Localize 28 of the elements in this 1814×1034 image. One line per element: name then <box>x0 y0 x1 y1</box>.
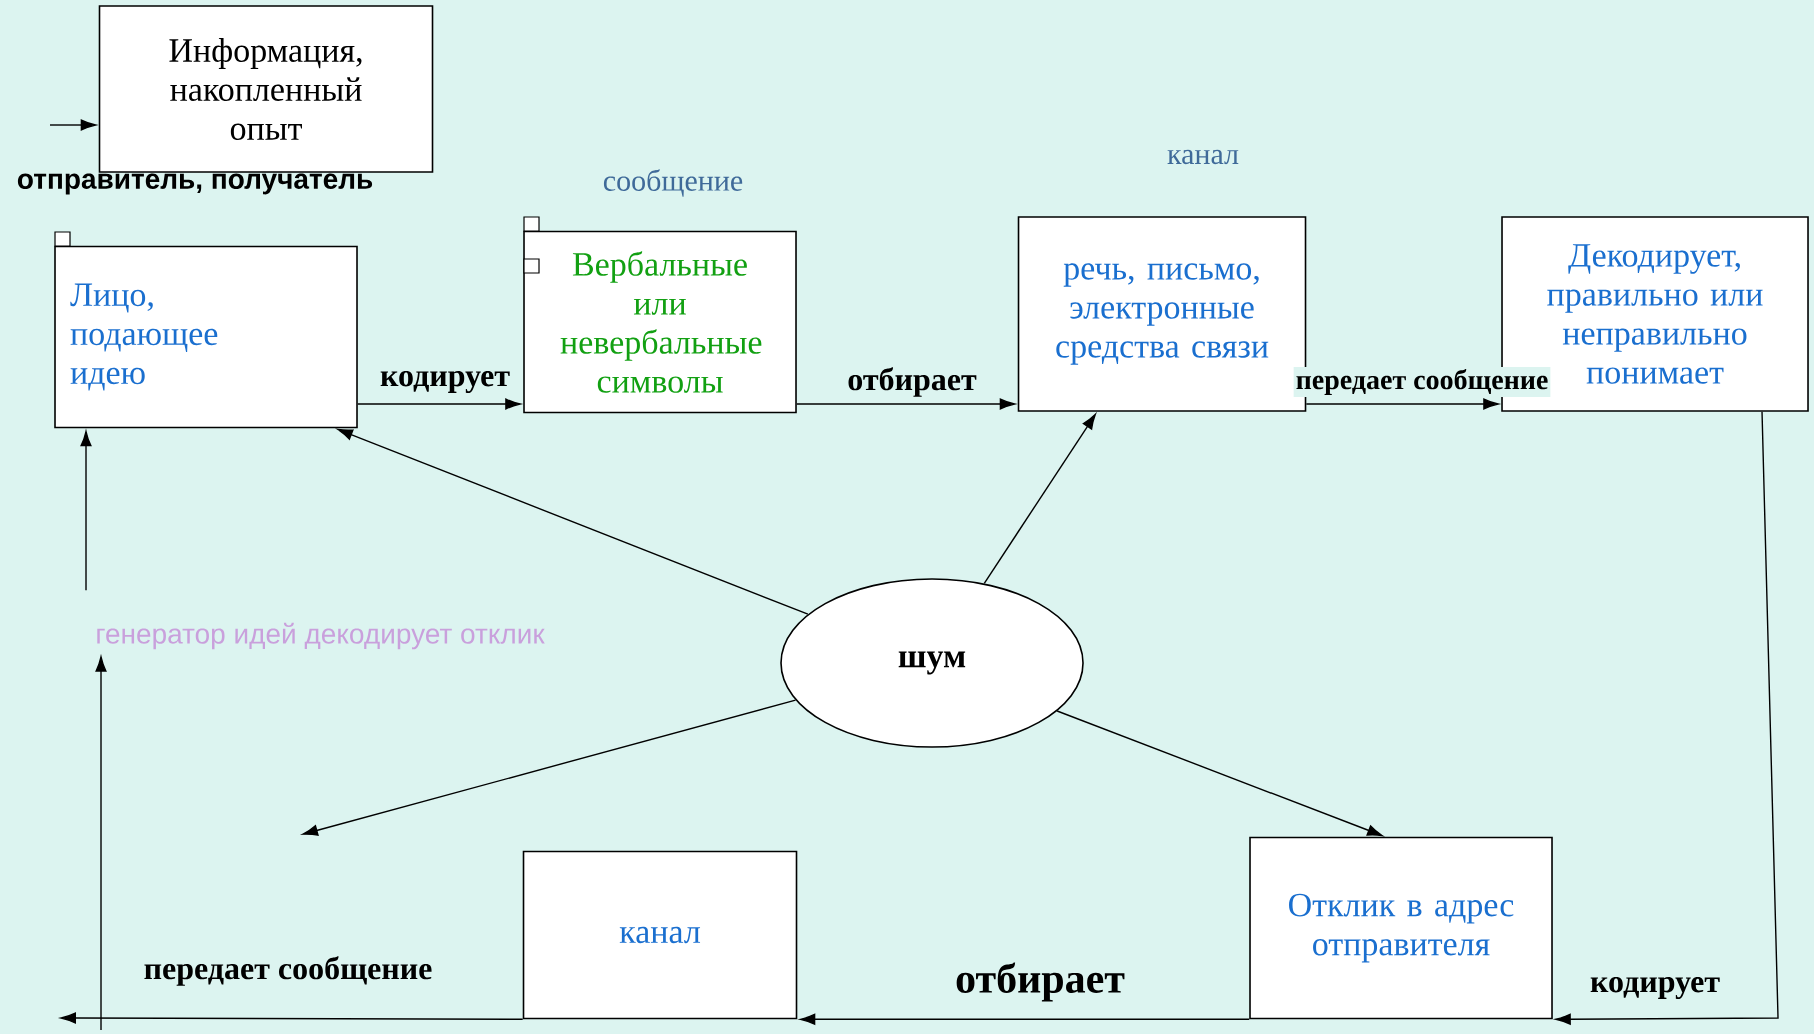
edge-label: отбирает <box>845 365 979 399</box>
box: Вербальные или невербальные символы <box>523 230 797 414</box>
arrow <box>1056 710 1383 837</box>
arrow <box>337 428 809 615</box>
arrow <box>1305 398 1499 410</box>
heading: отправитель, получатель <box>17 173 373 195</box>
edge-label: передает сообщение <box>1293 367 1551 397</box>
arrow <box>49 119 97 131</box>
arrow <box>302 699 797 836</box>
edge-label: кодирует <box>1588 975 1723 1001</box>
edge-label: передает сообщение <box>141 954 435 988</box>
arrow <box>357 398 521 410</box>
heading: сообщение <box>603 169 743 197</box>
heading: канал <box>1167 149 1239 165</box>
arrow <box>80 430 92 591</box>
box: Информация, накопленный опыт <box>98 5 434 173</box>
note-text: генератор идей декодирует отклик <box>97 622 545 650</box>
arrow <box>796 398 1016 410</box>
box: Лицо, подающее идею <box>54 245 358 429</box>
box: канал <box>522 850 798 1020</box>
edge-label: кодирует <box>378 369 512 395</box>
edge-label: отбирает <box>953 960 1127 1004</box>
arrow <box>95 656 107 1031</box>
box: Отклик в адрес отправителя <box>1249 836 1553 1020</box>
arrow <box>983 413 1096 585</box>
arrow <box>1555 411 1779 1025</box>
arrow <box>799 1013 1250 1025</box>
arrow <box>60 1012 524 1024</box>
